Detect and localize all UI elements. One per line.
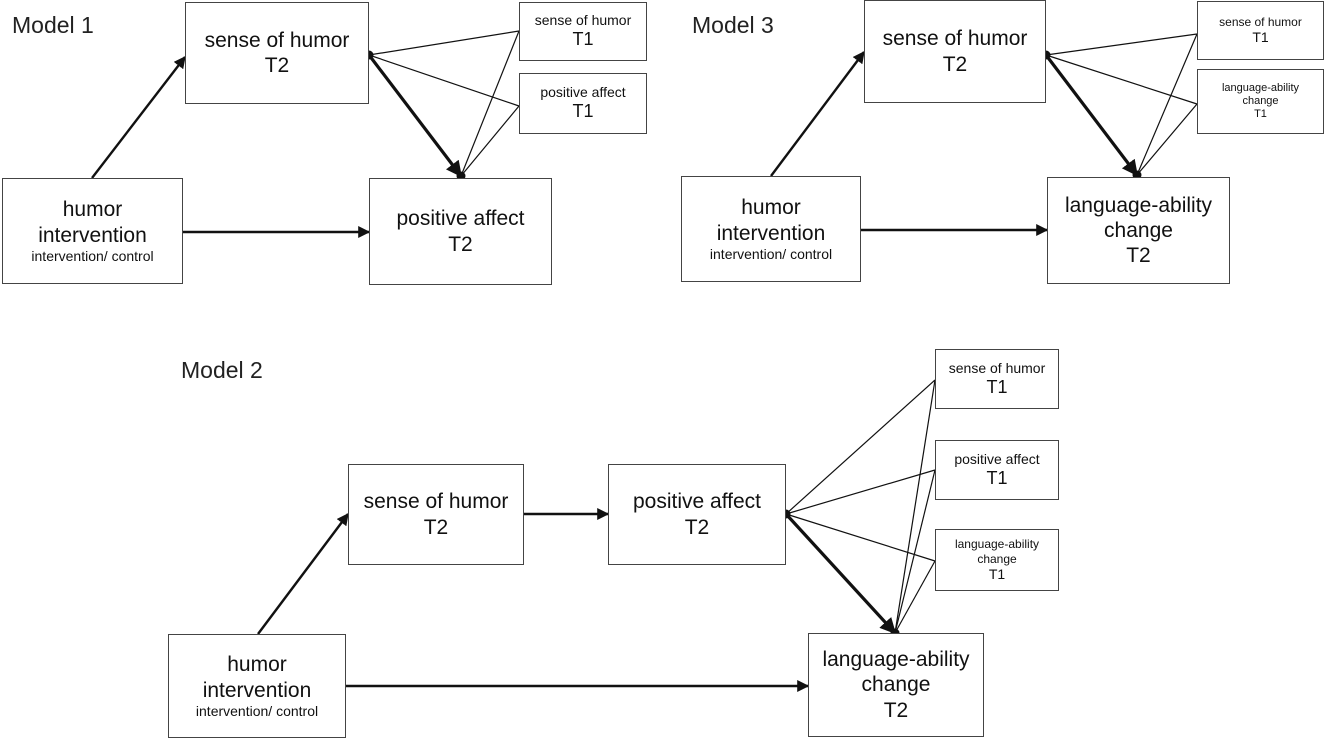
m2-sense-of-humor-t1-box: sense of humor T1: [935, 349, 1059, 409]
m3-cov2-change: change: [1242, 94, 1279, 107]
m3-cov2-title: language-ability: [1221, 81, 1300, 94]
m2-cov3-change: change: [977, 551, 1017, 566]
m2-pa-t2-time: T2: [684, 515, 710, 539]
m1-soh-t2-time: T2: [264, 54, 290, 77]
m2-soh-t2-time: T2: [423, 515, 449, 539]
m3-outcome-title: language-ability: [1064, 193, 1213, 217]
m3-soh-t2-time: T2: [942, 52, 968, 76]
m3-cov-soh-t1-to-outcome: [1136, 33, 1198, 176]
m1-cov1-time: T1: [572, 29, 594, 50]
m3-humor-line1: humor: [741, 196, 801, 220]
m3-cov1-time: T1: [1252, 29, 1269, 46]
model-3-label: Model 3: [692, 12, 774, 38]
m3-cov-lac-t1-to-outcome: [1136, 103, 1198, 176]
m3-language-ability-change-t2-box: language-ability change T2: [1047, 177, 1230, 284]
m2-cov-pa-t1-to-outcome: [894, 469, 936, 634]
m3-arrow-intervention-to-soh: [770, 51, 865, 177]
m3-outcome-change: change: [1104, 218, 1173, 242]
m2-pa-t2-title: positive affect: [632, 490, 762, 514]
m2-arrow-intervention-to-soh: [257, 513, 349, 635]
m1-cov1-title: sense of humor: [534, 12, 632, 29]
m2-outcome-title: language-ability: [822, 648, 970, 672]
m1-sense-of-humor-t1-box: sense of humor T1: [519, 2, 647, 61]
m1-positive-affect-t2-box: positive affect T2: [369, 178, 552, 285]
m1-cov2-title: positive affect: [540, 84, 626, 101]
m2-positive-affect-t2-box: positive affect T2: [608, 464, 786, 565]
m2-sense-of-humor-t2-box: sense of humor T2: [348, 464, 524, 565]
m2-cov2-title: positive affect: [954, 450, 1040, 467]
m2-outcome-time: T2: [883, 698, 909, 722]
m2-cov3-time: T1: [988, 565, 1006, 582]
m3-sense-of-humor-t1-box: sense of humor T1: [1197, 1, 1324, 60]
m2-humor-line1: humor: [227, 653, 287, 677]
m1-cov2-time: T1: [572, 101, 594, 122]
m2-cov-lac-t1-to-pa: [785, 513, 936, 562]
m2-cov1-title: sense of humor: [948, 359, 1046, 376]
m3-cov1-title: sense of humor: [1219, 14, 1302, 29]
m3-cov-lac-t1-to-soh: [1045, 54, 1198, 105]
m3-humor-line2: intervention: [716, 221, 826, 245]
m2-language-ability-change-t2-box: language-ability change T2: [808, 633, 984, 737]
m2-cov-soh-t1-to-outcome: [894, 379, 936, 634]
m3-soh-t2-title: sense of humor: [882, 27, 1028, 51]
m2-humor-intervention-box: humor intervention intervention/ control: [168, 634, 346, 738]
m1-outcome-time: T2: [448, 232, 473, 256]
m1-cov-soh-t1-to-soh: [368, 30, 520, 56]
m1-sense-of-humor-t2-box: sense of humor T2: [185, 2, 369, 104]
m3-outcome-time: T2: [1126, 244, 1151, 268]
m1-cov-soh-t1-to-outcome: [460, 30, 520, 177]
m2-language-ability-change-t1-box: language-ability change T1: [935, 529, 1059, 591]
m1-cov-pa-t1-to-outcome: [460, 105, 520, 177]
m3-arrow-soh-to-outcome: [1044, 54, 1139, 177]
model-2-label: Model 2: [181, 357, 263, 383]
m2-cov3-title: language-ability: [954, 537, 1040, 552]
m1-humor-line2: intervention: [38, 223, 147, 247]
m2-positive-affect-t1-box: positive affect T1: [935, 440, 1059, 500]
m2-outcome-change: change: [861, 673, 931, 697]
m3-humor-intervention-box: humor intervention intervention/ control: [681, 176, 861, 282]
m2-arrow-pa-to-outcome: [784, 512, 897, 635]
m2-soh-t2-title: sense of humor: [363, 490, 509, 514]
m2-cov-lac-t1-to-outcome: [894, 560, 936, 634]
model-2-edges: [257, 379, 936, 692]
m3-humor-line3: intervention/ control: [709, 245, 833, 262]
m1-soh-t2-title: sense of humor: [204, 28, 350, 52]
m1-positive-affect-t1-box: positive affect T1: [519, 73, 647, 134]
m2-cov1-time: T1: [986, 376, 1008, 397]
m1-humor-intervention-box: humor intervention intervention/ control: [2, 178, 183, 284]
m1-arrow-soh-to-outcome: [367, 54, 463, 178]
m1-humor-line1: humor: [62, 198, 123, 222]
m3-cov2-time: T1: [1254, 108, 1267, 121]
m1-outcome-title: positive affect: [396, 207, 525, 231]
m1-arrow-intervention-to-soh: [91, 56, 186, 179]
m2-humor-line3: intervention/ control: [195, 702, 319, 719]
model-1-label: Model 1: [12, 12, 94, 38]
m3-sense-of-humor-t2-box: sense of humor T2: [864, 0, 1046, 103]
m1-humor-line3: intervention/ control: [31, 247, 154, 264]
m2-cov2-time: T1: [986, 467, 1008, 488]
m2-cov-pa-t1-to-pa: [785, 469, 936, 515]
m3-cov-soh-t1-to-soh: [1045, 33, 1198, 56]
m2-humor-line2: intervention: [202, 678, 312, 702]
m3-language-ability-change-t1-box: language-ability change T1: [1197, 69, 1324, 134]
m1-cov-pa-t1-to-soh: [368, 54, 520, 107]
m2-cov-soh-t1-to-pa: [785, 379, 936, 515]
